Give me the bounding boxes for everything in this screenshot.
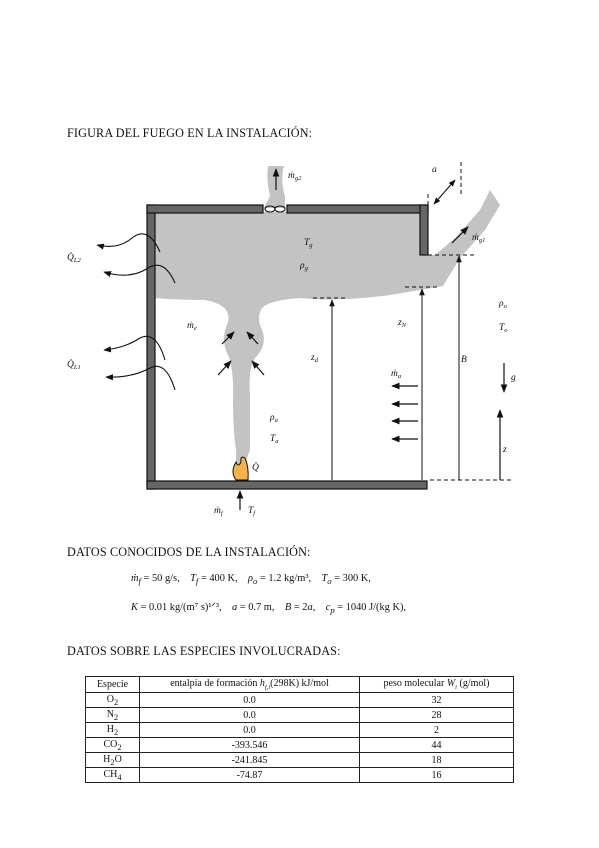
label-To: T (499, 323, 505, 333)
table-row: CO2 -393.546 44 (85, 737, 514, 753)
label-mg2: ṁ (288, 171, 295, 181)
molecular-weight-cell: 2 (359, 722, 514, 738)
species-cell: N2 (85, 707, 140, 723)
known-data-line-1: ṁf = 50 g/s, Tf = 400 K, ρo = 1.2 kg/m³,… (131, 573, 371, 587)
label-Q: Q̇ (252, 461, 259, 473)
enthalpy-cell: 0.0 (139, 707, 360, 723)
label-QL1: Q̇ (67, 358, 74, 370)
label-z: z (502, 445, 507, 455)
heat-loss-arrows (96, 233, 176, 391)
outflow-arrows (236, 168, 469, 510)
svg-text:ṁf: ṁf (214, 506, 224, 517)
enthalpy-cell: 0.0 (139, 722, 360, 738)
entrainment-arrows (217, 331, 265, 376)
species-cell: CH4 (85, 767, 140, 783)
svg-text:ρg: ρg (299, 261, 309, 272)
table-row: O2 0.0 32 (85, 692, 514, 708)
air-inflow-arrows (391, 382, 418, 443)
svg-text:ṁe: ṁe (187, 321, 197, 332)
enthalpy-cell: -393.546 (139, 737, 360, 753)
label-mf: ṁ (214, 506, 221, 516)
molecular-weight-cell: 16 (359, 767, 514, 783)
axis-arrows (496, 363, 508, 480)
molecular-weight-cell: 18 (359, 752, 514, 768)
svg-text:zd: zd (310, 353, 319, 364)
label-rhog: ρ (299, 261, 305, 271)
species-cell: O2 (85, 692, 140, 708)
species-cell: H2 (85, 722, 140, 738)
figure-heading: FIGURA DEL FUEGO EN LA INSTALACIÓN: (67, 126, 313, 140)
known-data-line-2: K = 0.01 kg/(m⁷ s)¹ᐟ³, a = 0.7 m, B = 2a… (131, 602, 407, 616)
svg-text:Tg: Tg (304, 238, 313, 249)
molecular-weight-cell: 32 (359, 692, 514, 708)
label-Tg: T (304, 238, 310, 248)
header-enthalpy: entalpía de formación hf,i(298K) kJ/mol (139, 676, 360, 693)
label-me: ṁ (187, 321, 194, 331)
svg-text:Ta: Ta (270, 434, 279, 445)
enthalpy-cell: -74.87 (139, 767, 360, 783)
fan-icon (264, 205, 286, 213)
label-Ta: T (270, 434, 276, 444)
molecular-weight-cell: 28 (359, 707, 514, 723)
species-table: Especie entalpía de formación hf,i(298K)… (85, 676, 514, 783)
svg-text:Tf: Tf (248, 506, 256, 517)
svg-text:Q̇L2: Q̇L2 (67, 251, 81, 264)
enthalpy-cell: 0.0 (139, 692, 360, 708)
species-cell: CO2 (85, 737, 140, 753)
header-species: Especie (85, 676, 140, 693)
species-cell: H2O (85, 752, 140, 768)
fire-icon (232, 456, 249, 481)
molecular-weight-cell: 44 (359, 737, 514, 753)
table-row: CH4 -74.87 16 (85, 767, 514, 783)
height-dimensions (313, 162, 512, 481)
svg-text:Q̇L1: Q̇L1 (67, 358, 81, 371)
table-row: H2O -241.845 18 (85, 752, 514, 768)
label-ma: ṁ (391, 369, 398, 379)
table-row: N2 0.0 28 (85, 707, 514, 723)
svg-text:ρo: ρo (498, 299, 508, 310)
label-QL2: Q̇ (67, 251, 74, 263)
label-B: B (461, 355, 467, 365)
svg-text:ṁa: ṁa (391, 369, 401, 380)
label-rhoo: ρ (498, 299, 504, 309)
known-data-heading: DATOS CONOCIDOS DE LA INSTALACIÓN: (67, 545, 311, 559)
enthalpy-cell: -241.845 (139, 752, 360, 768)
svg-text:To: To (499, 323, 508, 334)
table-header-row: Especie entalpía de formación hf,i(298K)… (85, 676, 514, 693)
label-zN: z (397, 318, 402, 328)
fire-installation-figure: ṁg2 a Tg ρg ṁg1 Q̇L2 Q̇L1 ṁe zd zN B ρo … (67, 162, 516, 517)
label-g: g (511, 373, 516, 383)
svg-text:zN: zN (397, 318, 407, 329)
figure-labels: ṁg2 a Tg ρg ṁg1 Q̇L2 Q̇L1 ṁe zd zN B ρo … (67, 165, 516, 517)
label-rhoa: ρ (269, 413, 275, 423)
label-zd: z (310, 353, 315, 363)
smoke-region (154, 166, 500, 468)
header-molecular-weight: peso molecular Wi (g/mol) (359, 676, 514, 693)
label-a: a (432, 165, 437, 175)
svg-text:ρa: ρa (269, 413, 278, 424)
svg-text:ṁg2: ṁg2 (288, 171, 302, 182)
label-mg1: ṁ (472, 233, 479, 243)
table-row: H2 0.0 2 (85, 722, 514, 738)
room-walls (146, 204, 429, 490)
label-Tf: T (248, 506, 254, 516)
svg-text:ṁg1: ṁg1 (472, 233, 485, 244)
species-heading: DATOS SOBRE LAS ESPECIES INVOLUCRADAS: (67, 644, 341, 658)
